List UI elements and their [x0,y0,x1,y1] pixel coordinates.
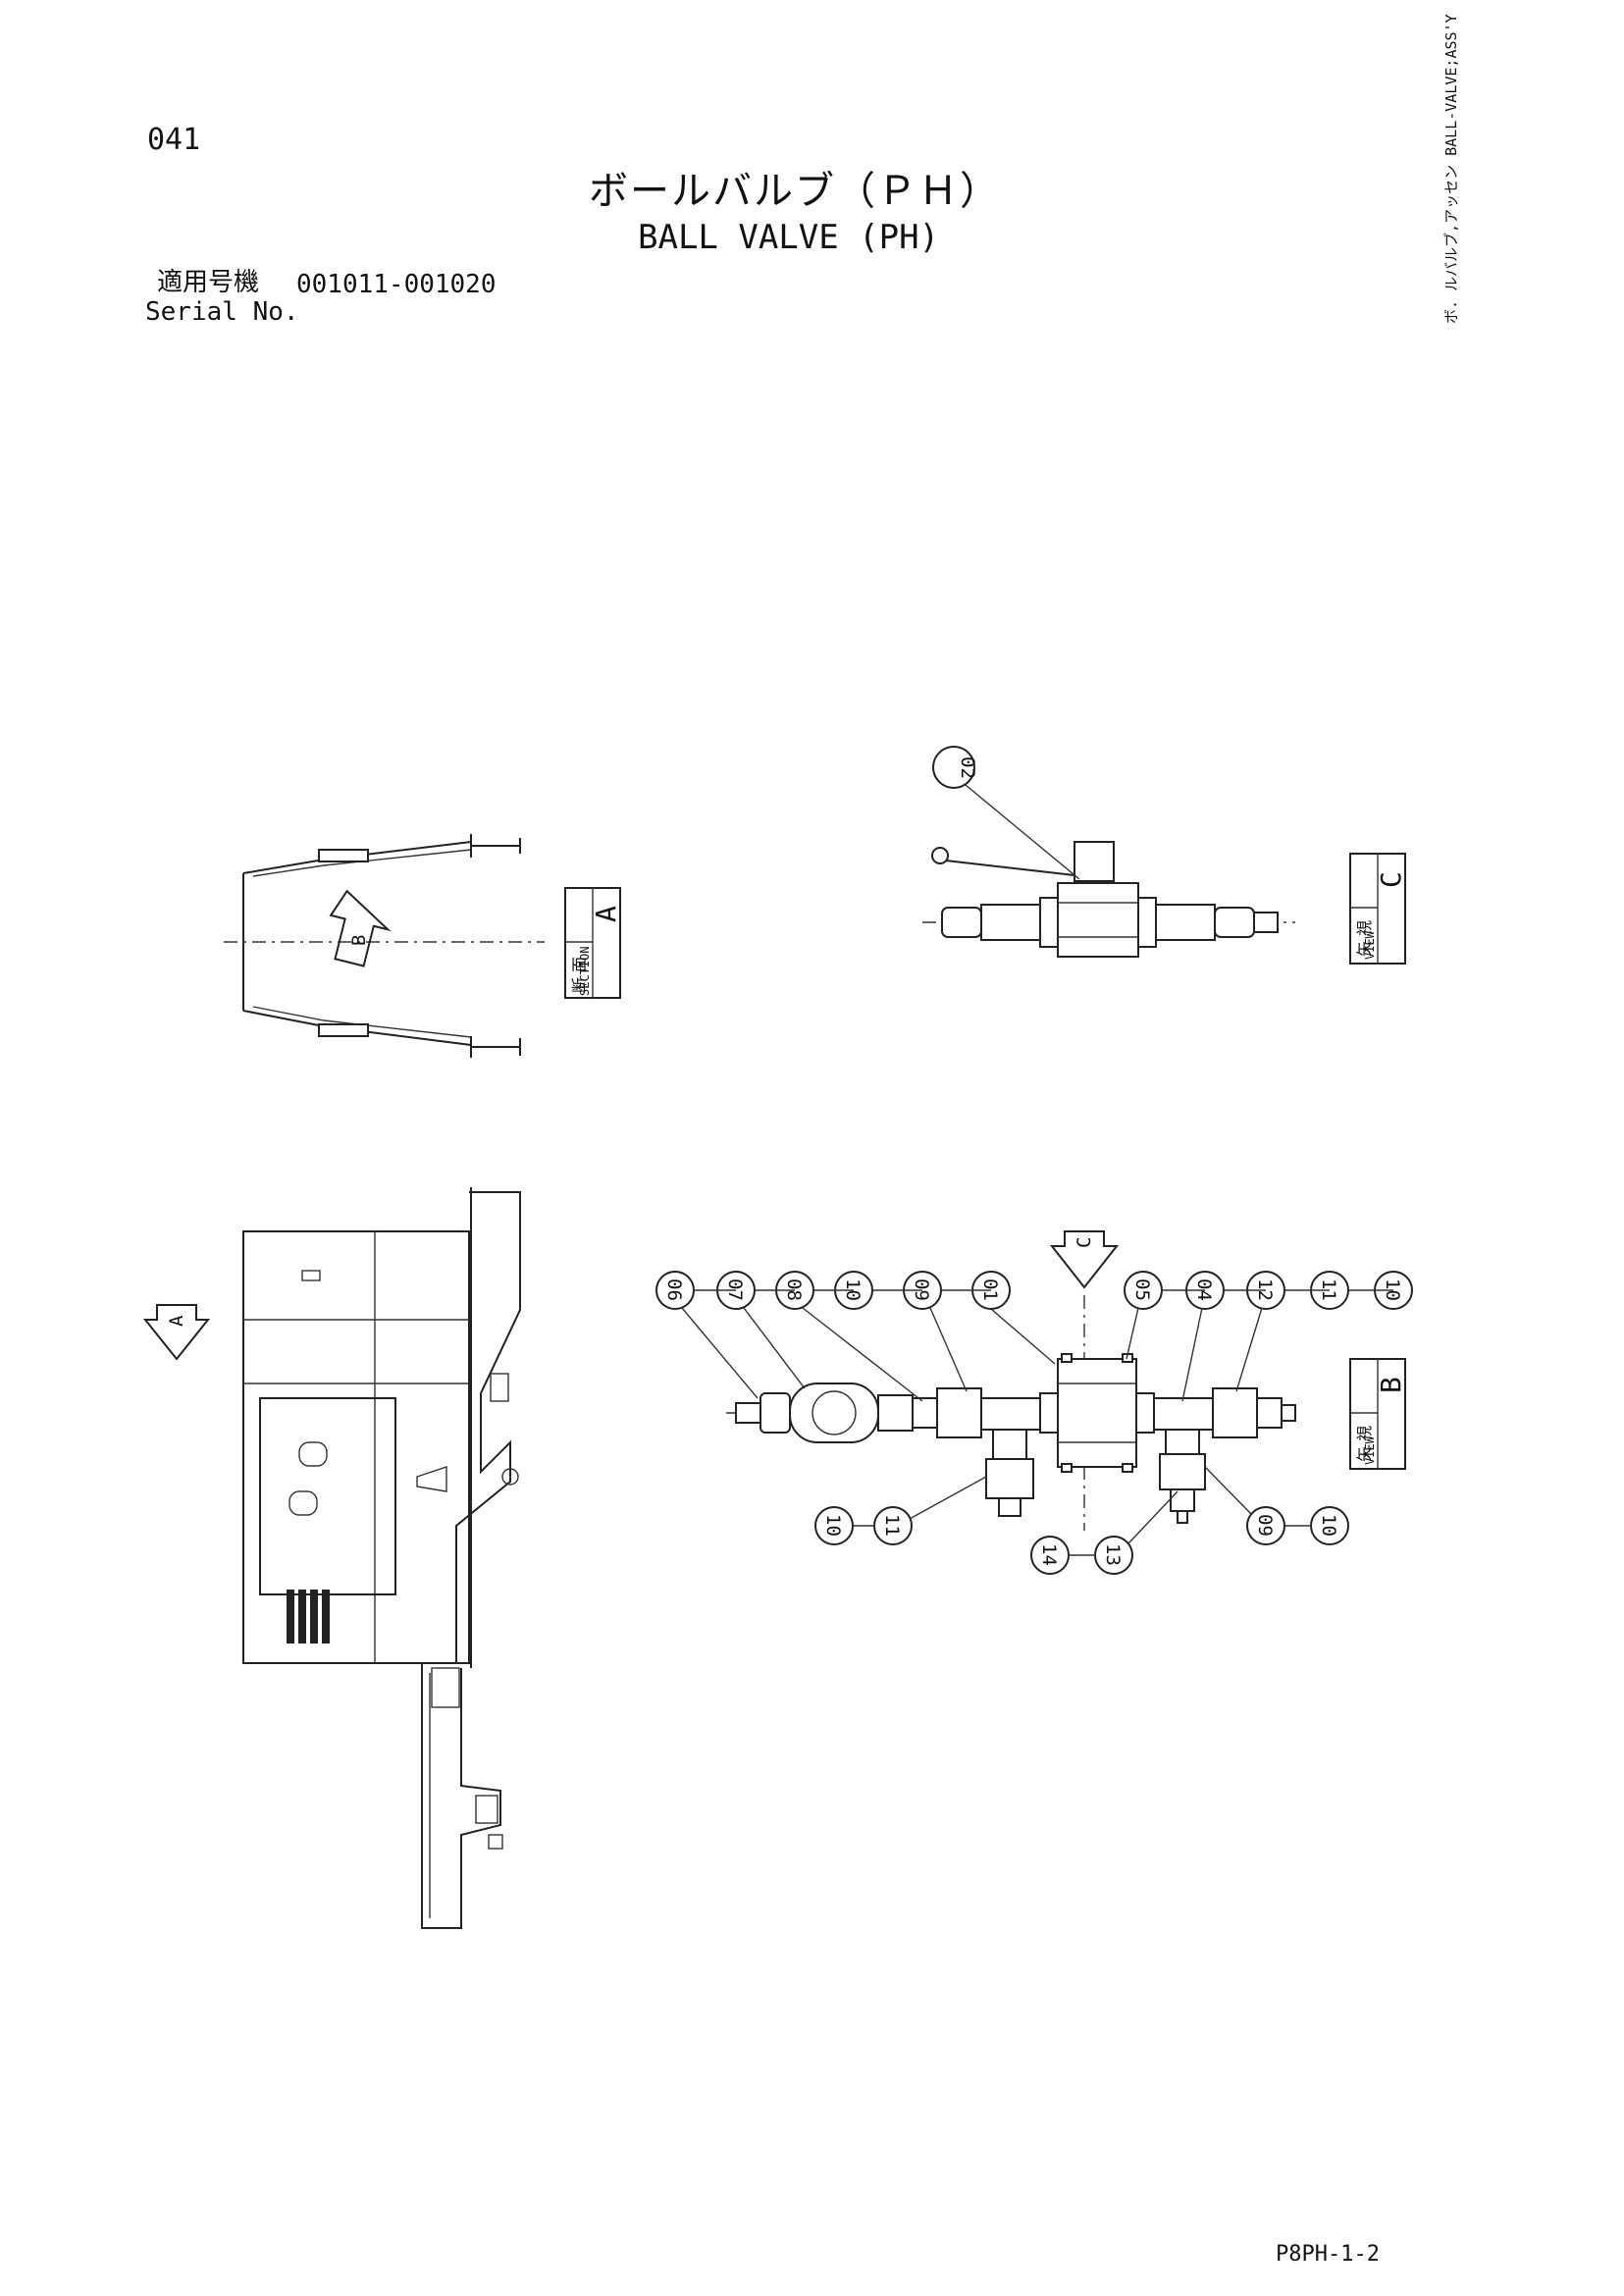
serial-label-en: Serial No. [145,297,299,327]
view-c-tag-en: VIEW [1363,930,1377,960]
page-code: P8PH-1-2 [1276,2242,1380,2267]
callout-bc-2: 13 [1102,1543,1124,1566]
view-b-callouts-top: 06 07 08 10 09 01 05 04 12 11 10 [655,1271,1413,1402]
view-c-tag-letter: C [1375,871,1407,888]
view-b-arrow-letter: C [1074,1237,1095,1248]
page-title-en: BALL VALVE (PH) [638,218,940,257]
vent-grille [287,1590,330,1644]
callout-top-1: 06 [663,1278,685,1301]
view-b-tag-jp: 矢 視 [1355,1426,1374,1462]
view-c-tag: 矢 視 VIEW C [1349,853,1407,965]
serial-label-jp: 適用号機 [157,268,260,297]
view-b-callouts-bottom: 10 11 14 13 09 10 [814,1466,1349,1575]
view-c-callout-02: 02 [957,757,978,779]
callout-bl-1: 10 [822,1514,844,1537]
view-c-tag-jp: 矢 視 [1355,920,1374,957]
machine-side-drawing: A [142,1187,521,1929]
view-c-drawing: 02 [922,746,1295,958]
view-b-tag-letter: B [1375,1377,1407,1393]
section-a-tag-letter: A [590,906,622,922]
section-a-drawing: B [224,834,545,1058]
section-a-tag-jp: 断 面 [570,957,589,993]
page-title-jp: ボールバルブ（ＰＨ） [589,169,1001,214]
callout-bc-1: 14 [1038,1543,1060,1566]
view-b-tag: 矢 視 VIEW B [1349,1358,1407,1470]
page-number: 041 [147,123,201,157]
callout-br-2: 10 [1318,1514,1339,1537]
section-a-arrow-letter: B [348,935,370,946]
machine-side-arrow-letter: A [166,1315,187,1327]
serial-range: 001011-001020 [296,270,497,299]
section-a-tag: 断 面 SECTION A [564,887,622,999]
callout-br-1: 09 [1254,1514,1276,1537]
view-b-drawing: C [726,1230,1296,1531]
section-a-tag-en: SECTION [578,946,592,996]
callout-top-7: 05 [1131,1278,1153,1301]
callout-bl-2: 11 [881,1514,903,1537]
view-b-tag-en: VIEW [1363,1435,1377,1465]
